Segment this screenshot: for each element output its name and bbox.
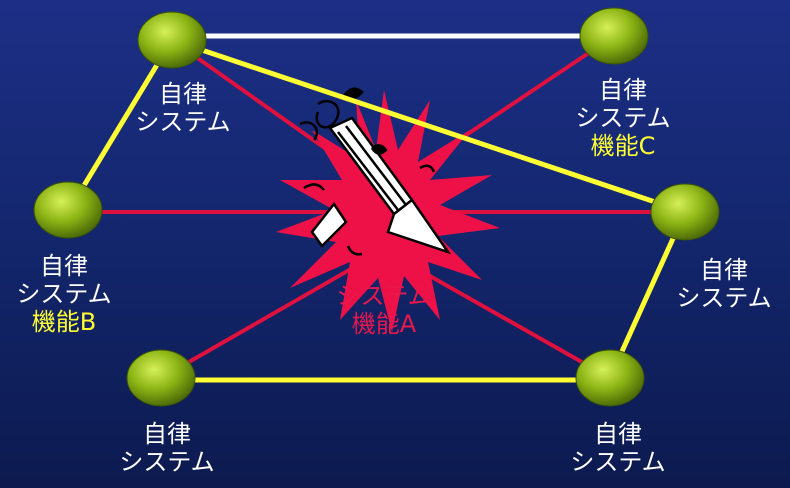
center-label-line1: システム xyxy=(336,282,432,310)
node-mid-right xyxy=(650,183,720,241)
node-label-line2: システム xyxy=(570,448,666,476)
center-system-label: システム 機能A xyxy=(336,282,431,338)
node-label-line1: 自律 xyxy=(599,76,647,104)
node-bottom-right xyxy=(575,349,645,407)
broken-missile-icon xyxy=(299,87,452,256)
link-topleft-midleft xyxy=(65,38,175,214)
node-label-mid-right: 自律 システム xyxy=(676,256,771,312)
function-label-b: 機能B xyxy=(31,308,97,336)
center-burst xyxy=(276,90,500,332)
node-label-line1: 自律 xyxy=(159,80,207,108)
center-label-line2: 機能A xyxy=(351,310,417,338)
node-top-left xyxy=(137,11,207,69)
explosion-burst-icon xyxy=(276,90,500,332)
link-midright-bottomright xyxy=(607,210,688,380)
node-label-line2: システム xyxy=(676,284,772,312)
node-label-line2: システム xyxy=(135,108,231,136)
node-top-right xyxy=(579,7,649,65)
node-label-top-left: 自律 システム xyxy=(135,80,230,136)
node-label-bottom-left: 自律 システム xyxy=(119,420,214,476)
link-topleft-midright xyxy=(171,37,686,215)
function-label-c: 機能C xyxy=(590,132,656,160)
node-label-bottom-right: 自律 システム xyxy=(570,420,665,476)
node-label-line1: 自律 xyxy=(40,252,88,280)
node-label-line2: システム xyxy=(575,104,671,132)
link-bottomleft-center xyxy=(160,248,385,380)
nodes xyxy=(33,7,720,407)
node-label-mid-left: 自律 システム 機能B xyxy=(16,252,111,336)
node-mid-left xyxy=(33,181,103,239)
perimeter-links xyxy=(65,33,688,383)
node-label-line2: システム xyxy=(16,280,112,308)
node-label-line1: 自律 xyxy=(594,420,642,448)
node-label-line2: システム xyxy=(119,448,215,476)
node-label-line1: 自律 xyxy=(143,420,191,448)
node-label-line1: 自律 xyxy=(700,256,748,284)
node-bottom-left xyxy=(126,349,196,407)
node-label-top-right: 自律 システム 機能C xyxy=(575,76,670,160)
